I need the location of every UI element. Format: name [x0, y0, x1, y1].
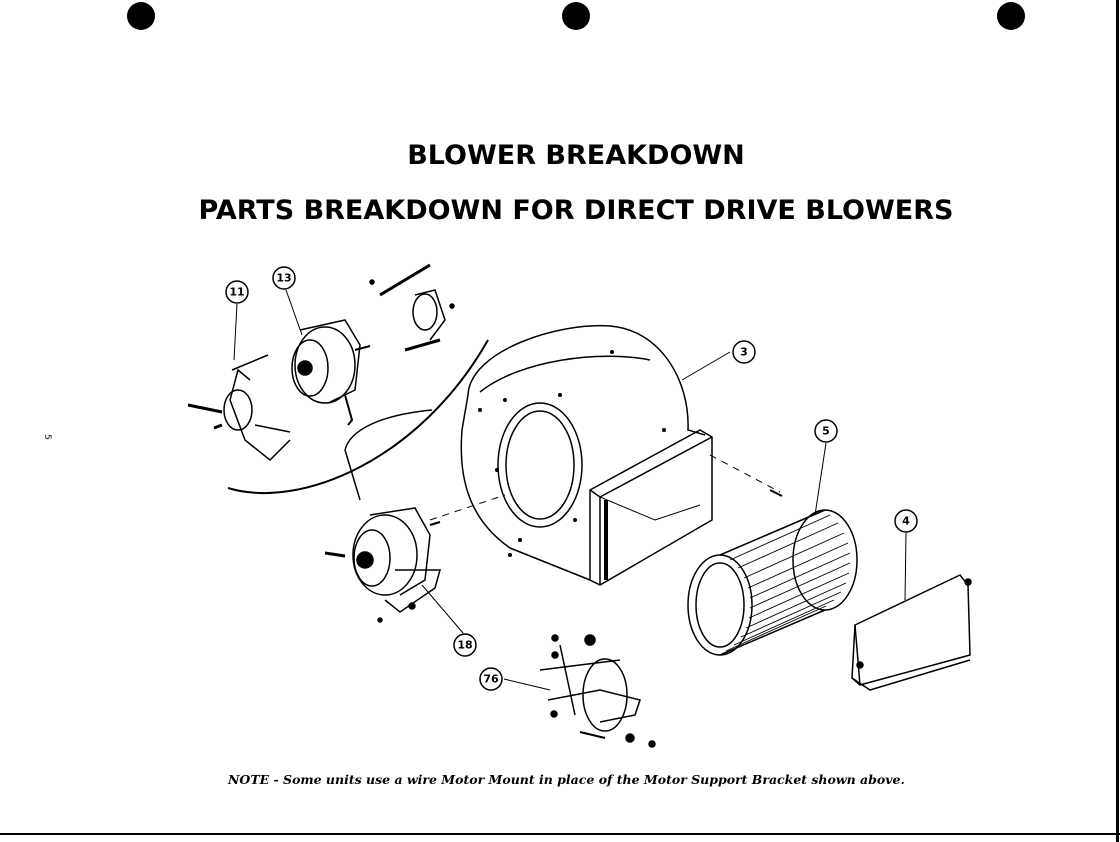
callout-4-circle: [894, 509, 918, 533]
page-title: BLOWER BREAKDOWN: [407, 140, 745, 171]
blower-wheel-drawing: [687, 509, 858, 656]
callout-11-label: 11: [229, 286, 244, 299]
callout-13-circle: [272, 266, 296, 290]
motor-18-drawing: [324, 507, 441, 623]
motor-13-drawing: [291, 319, 371, 426]
footnote: NOTE - Some units use a wire Motor Mount…: [228, 772, 905, 787]
callout-3-label: 3: [740, 346, 748, 359]
blower-housing-drawing: [460, 324, 713, 586]
punch-hole-left: [127, 2, 155, 30]
callout-18-label: 18: [457, 639, 472, 652]
callout-11-circle: [225, 280, 249, 304]
callout-76-label: 76: [483, 673, 499, 686]
right-border: [1116, 0, 1119, 842]
callout-5-label: 5: [822, 425, 830, 438]
page-subtitle: PARTS BREAKDOWN FOR DIRECT DRIVE BLOWERS: [198, 195, 954, 226]
callout-13-label: 13: [276, 272, 291, 285]
bottom-border: [0, 833, 1120, 835]
punch-hole-center: [562, 2, 590, 30]
callout-3-circle: [732, 340, 756, 364]
callout-76-circle: [479, 667, 503, 691]
upper-bracket-drawing: [369, 263, 455, 352]
cutoff-plate-drawing: [851, 574, 972, 691]
callout-4-label: 4: [902, 515, 910, 528]
callout-5-circle: [814, 419, 838, 443]
punch-hole-right: [997, 2, 1025, 30]
motor-mount-11-drawing: [187, 354, 291, 462]
callout-group: [225, 266, 918, 691]
callout-18-circle: [453, 633, 477, 657]
motor-support-bracket-76-drawing: [539, 634, 656, 748]
